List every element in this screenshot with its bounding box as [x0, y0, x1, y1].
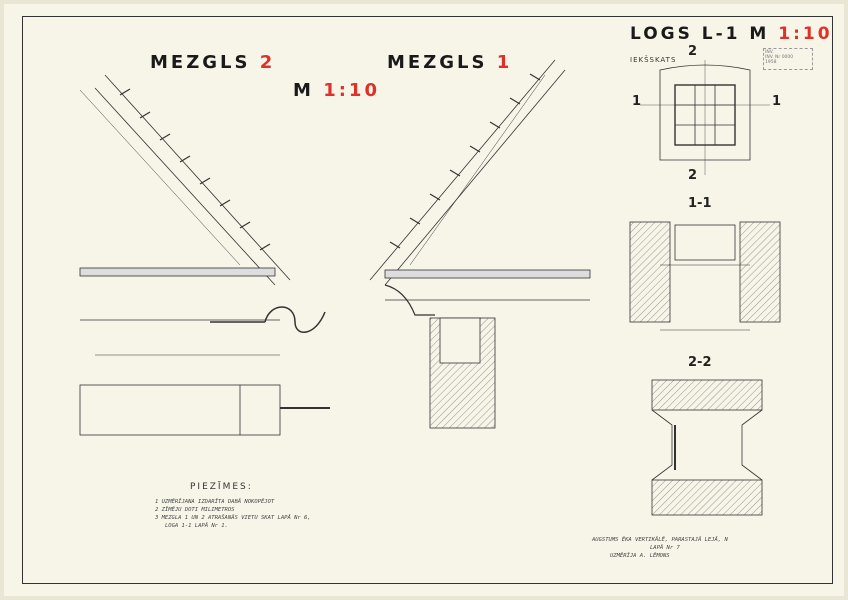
- node1-title: MEZGLS 1: [387, 52, 512, 73]
- main-scale-prefix: M: [293, 80, 314, 101]
- section-mark-1-left: 1: [632, 94, 642, 109]
- note-line: 3 MEZGLA 1 UN 2 ATRAŠANĀS VIETU SKAT LAP…: [155, 515, 311, 521]
- node2-title: MEZGLS 2: [150, 52, 275, 73]
- stamp-line: INV. Nr 0000: [765, 55, 794, 60]
- node2-plan: [79, 384, 330, 436]
- window-elevation: [640, 60, 770, 175]
- footer-note: UZMĒRĪJA A. LĒMONS: [610, 553, 670, 559]
- section-mark-1-right: 1: [772, 94, 782, 109]
- notes-heading: PIEZĪMES:: [190, 482, 253, 492]
- window-title: LOGS L-1 M 1:10: [630, 24, 833, 44]
- node1-title-number: 1: [496, 52, 513, 73]
- node2-title-word: MEZGLS: [150, 52, 251, 73]
- footer-note: LAPĀ Nr 7: [650, 545, 680, 551]
- node2-title-number: 2: [259, 52, 276, 73]
- window-section-2-2: [651, 379, 763, 516]
- section-2-2-label: 2-2: [688, 355, 712, 370]
- node1-roof-section: [369, 59, 591, 429]
- main-scale-value: 1:10: [323, 80, 380, 101]
- stamp-line: INV.: [765, 50, 774, 55]
- note-line: LOGA 1-1 LAPĀ Nr 1.: [165, 523, 228, 529]
- archive-stamp: INV. INV. Nr 0000 1958: [763, 48, 813, 70]
- window-title-scale: 1:10: [778, 24, 833, 44]
- drawing-frame: [22, 16, 833, 584]
- section-mark-2-bottom: 2: [688, 168, 698, 183]
- main-scale: M 1:10: [293, 80, 380, 101]
- node1-title-word: MEZGLS: [387, 52, 488, 73]
- window-section-1-1: [629, 221, 781, 331]
- section-mark-2-top: 2: [688, 44, 698, 59]
- node2-roof-section: [79, 74, 326, 356]
- note-line: 2 ZĪMĒJU DOTI MILIMETROS: [155, 507, 235, 513]
- section-1-1-label: 1-1: [688, 196, 712, 211]
- note-line: 1 UZMĒRĪJANA IZDARĪTA DABĀ NOKOPĒJOT: [155, 499, 275, 505]
- interior-view-label: IEKŠSKATS: [630, 56, 677, 64]
- stamp-line: 1958: [765, 60, 777, 65]
- window-title-prefix: LOGS L-1 M: [630, 24, 770, 44]
- footer-note: AUGSTUMS ĒKA VERTIKĀLĒ, PARASTAJĀ LEJĀ, …: [592, 537, 728, 543]
